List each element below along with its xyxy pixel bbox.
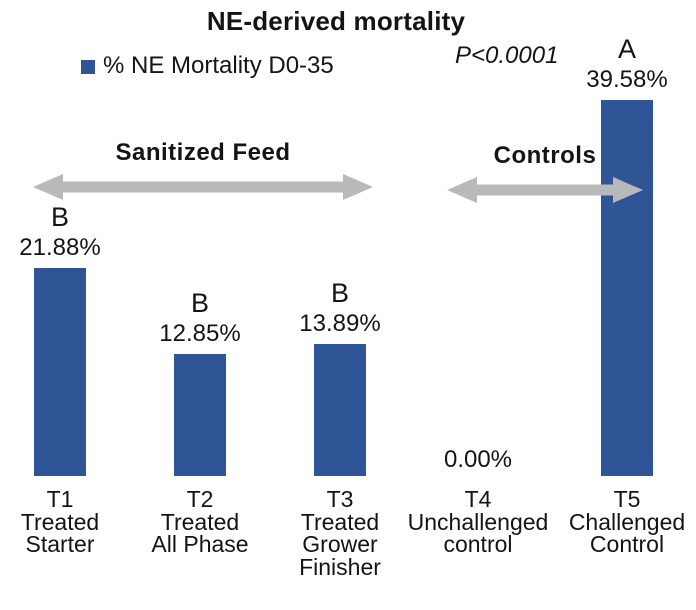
bar-t5: [601, 100, 653, 476]
value-label-t1: 21.88%: [19, 234, 101, 261]
category-label-line: Control: [589, 531, 665, 557]
group-controls: Controls: [444, 143, 646, 210]
value-label-t5: 39.58%: [586, 66, 668, 93]
category-label-line: Unchallenged: [407, 508, 549, 535]
value-label-t3: 13.89%: [299, 310, 381, 337]
legend: % NE Mortality D0-35: [81, 52, 334, 80]
category-label-line: Starter: [25, 531, 95, 557]
bar-t2: [174, 354, 226, 476]
category-label-line: Grower: [302, 531, 378, 557]
bar-t3: [314, 344, 366, 476]
bar-t1: [34, 268, 86, 476]
value-label-t4: 0.00%: [443, 446, 513, 473]
legend-swatch-icon: [81, 60, 95, 74]
group-sanitized-feed: Sanitized Feed: [30, 140, 376, 207]
category-label-line: T5: [613, 486, 641, 512]
chart-title: NE-derived mortality: [206, 6, 466, 36]
group-label-sanitized-feed: Sanitized Feed: [115, 139, 291, 166]
sig-letter-t1: B: [50, 202, 69, 232]
p-value-annotation: P<0.0001: [455, 42, 559, 69]
category-label-line: Treated: [160, 508, 240, 535]
value-label-t2: 12.85%: [159, 320, 241, 347]
category-label-line: T4: [464, 486, 492, 512]
category-label-line: T3: [326, 486, 354, 512]
double-arrow-sanitized-feed-icon: [33, 174, 373, 200]
group-label-controls: Controls: [493, 142, 597, 169]
category-label-line: Finisher: [299, 553, 381, 580]
category-label-line: T1: [46, 486, 74, 512]
category-label-line: Treated: [20, 508, 100, 535]
category-label-line: T2: [186, 486, 214, 512]
category-label-line: Treated: [300, 508, 380, 535]
sig-letter-t2: B: [190, 288, 209, 318]
category-label-line: control: [443, 531, 513, 557]
double-arrow-controls-icon: [447, 177, 643, 203]
category-label-line: Challenged: [568, 508, 686, 535]
legend-label: % NE Mortality D0-35: [103, 52, 334, 79]
sig-letter-t5: A: [617, 34, 636, 64]
sig-letter-t3: B: [330, 278, 349, 308]
category-label-line: All Phase: [151, 531, 249, 557]
